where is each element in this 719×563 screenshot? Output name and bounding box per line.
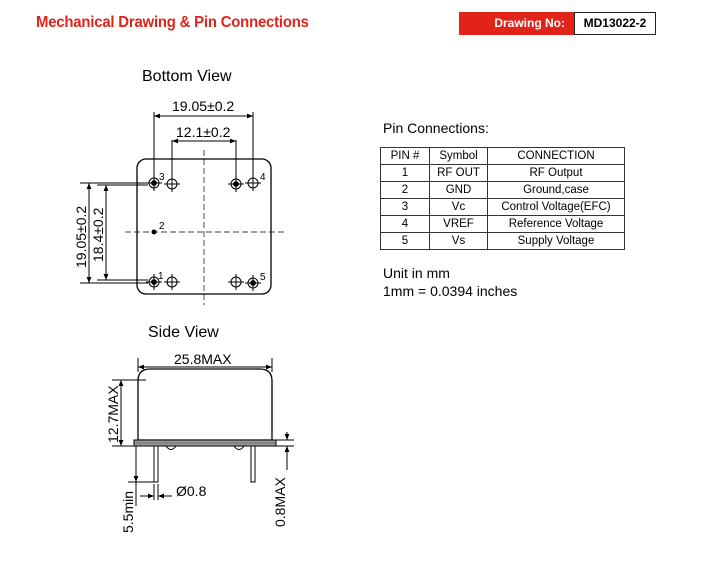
side-view-title: Side View	[148, 324, 219, 341]
dim-standoff: 0.8MAX	[272, 477, 288, 527]
table-row: 1 RF OUT RF Output	[380, 164, 625, 182]
mount-pin-bottom-right	[228, 274, 244, 290]
symbol-cell: Vc	[429, 198, 488, 216]
column-header-pin: PIN #	[380, 147, 430, 165]
column-header-connection: CONNECTION	[487, 147, 625, 165]
mount-pin-top-right	[245, 175, 261, 191]
pin-4	[228, 176, 244, 192]
bottom-view-title: Bottom View	[142, 68, 232, 85]
page-title: Mechanical Drawing & Pin Connections	[36, 14, 309, 31]
table-row: 2 GND Ground,case	[380, 181, 625, 199]
dim-length: 25.8MAX	[174, 351, 232, 367]
pin-label-1: 1	[158, 271, 164, 282]
drawing-number-label: Drawing No:	[459, 12, 574, 35]
unit-conversion: 1mm = 0.0394 inches	[383, 283, 518, 299]
bottom-view-drawing	[80, 112, 285, 305]
symbol-cell: GND	[429, 181, 488, 199]
pin-connections-table: PIN # Symbol CONNECTION 1 RF OUT RF Outp…	[380, 147, 625, 250]
symbol-cell: RF OUT	[429, 164, 488, 182]
mount-pin-top-left	[164, 176, 180, 192]
mount-pin-bottom-left	[164, 274, 180, 290]
table-row: 5 Vs Supply Voltage	[380, 232, 625, 250]
drawing-number-value: MD13022-2	[574, 12, 656, 35]
dim-height-inner: 18.4±0.2	[90, 207, 106, 262]
dim-pin-diameter: Ø0.8	[176, 483, 207, 499]
connection-cell: RF Output	[487, 164, 625, 182]
side-view-drawing	[112, 358, 294, 506]
pin-cell: 4	[380, 215, 430, 233]
connection-cell: Reference Voltage	[487, 215, 625, 233]
pin-label-4: 4	[260, 172, 266, 183]
dim-width-outer: 19.05±0.2	[172, 98, 234, 114]
connection-cell: Ground,case	[487, 181, 625, 199]
pin-cell: 2	[380, 181, 430, 199]
pin-cell: 1	[380, 164, 430, 182]
dim-pin-length: 5.5min	[120, 491, 136, 533]
table-header-row: PIN # Symbol CONNECTION	[380, 147, 625, 165]
column-header-symbol: Symbol	[429, 147, 488, 165]
dim-height-outer: 19.05±0.2	[73, 206, 89, 268]
unit-note: Unit in mm	[383, 265, 450, 281]
symbol-cell: Vs	[429, 232, 488, 250]
pin-1	[146, 274, 162, 290]
table-row: 4 VREF Reference Voltage	[380, 215, 625, 233]
dim-height: 12.7MAX	[105, 385, 121, 443]
table-row: 3 Vc Control Voltage(EFC)	[380, 198, 625, 216]
connection-cell: Supply Voltage	[487, 232, 625, 250]
pin-cell: 3	[380, 198, 430, 216]
pin-2	[151, 229, 157, 235]
pin-3	[146, 175, 162, 191]
package-body	[137, 368, 273, 441]
pin-cell: 5	[380, 232, 430, 250]
pin-label-3: 3	[159, 172, 165, 183]
pin-5	[245, 275, 261, 291]
symbol-cell: VREF	[429, 215, 488, 233]
pin-label-5: 5	[260, 272, 266, 283]
pin-connections-title: Pin Connections:	[383, 120, 489, 136]
pin-left	[153, 445, 159, 483]
connection-cell: Control Voltage(EFC)	[487, 198, 625, 216]
dim-width-inner: 12.1±0.2	[176, 124, 231, 140]
pin-right	[250, 445, 256, 483]
pin-label-2: 2	[159, 221, 165, 232]
